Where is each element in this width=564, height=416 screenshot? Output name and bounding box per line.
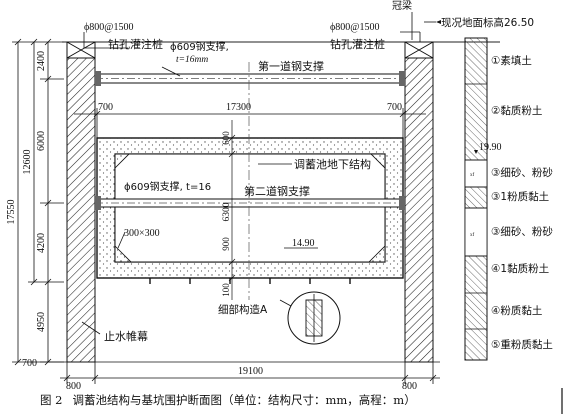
- soil-layer-8: ⑤重粉质黏土: [491, 338, 553, 351]
- soil-layer-3: ③细砂、粉砂: [491, 166, 553, 179]
- soil-layer-6: ④1黏质粉土: [491, 262, 549, 275]
- structure-name: 调蓄池地下结构: [294, 157, 371, 171]
- dim-top-700-right: 700: [387, 102, 402, 113]
- dim-left-17550: 17550: [6, 200, 17, 225]
- dim-left-4950: 4950: [36, 312, 47, 332]
- dim-top-700-left: 700: [98, 102, 113, 113]
- slab-bottom-ticks: [149, 278, 351, 284]
- inner-dimension-lines: [228, 120, 236, 300]
- soil-layer-labels: ①素填土 ②黏质粉土 ③细砂、粉砂 ③1粉质黏土 ③细砂、粉砂 ④1黏质粉土 ④…: [491, 54, 553, 351]
- layer-elevation-marker-icon: [474, 150, 478, 154]
- dim-top-17300: 17300: [226, 102, 251, 113]
- ground-marker-icon: [436, 20, 441, 24]
- svg-text:xf: xf: [470, 173, 475, 178]
- underground-structure: [96, 137, 404, 279]
- soil-layer-1: ①素填土: [491, 54, 532, 67]
- dim-left-6000: 6000: [36, 131, 47, 151]
- detail-a-label: 细部构造A: [218, 303, 268, 316]
- crown-beam-label: 冠梁: [392, 0, 412, 12]
- right-pile-wall: [404, 41, 434, 363]
- dim-bottom-800-left: 800: [66, 381, 81, 392]
- ground-elevation-label: 现况地面标高26.50: [441, 16, 534, 29]
- strut1-spec: ϕ609钢支撑,: [170, 40, 229, 53]
- dim-left-12600: 12600: [22, 150, 33, 175]
- dim-bottom-19100: 19100: [238, 366, 263, 377]
- soil-boundaries: [465, 83, 487, 330]
- svg-text:xf: xf: [470, 233, 475, 238]
- dim-bottom-800-right: 800: [402, 381, 417, 392]
- pile-right-spec: ϕ800@1500: [330, 22, 379, 33]
- dim-inner-900: 900: [221, 237, 231, 251]
- pile-left-name: 钻孔灌注桩: [108, 37, 163, 51]
- left-dimension-lines: [12, 38, 64, 366]
- detail-a: [279, 291, 341, 345]
- layer-elevation: 19.90: [479, 142, 502, 153]
- strut1-thickness: t=16mm: [176, 55, 208, 65]
- first-steel-strut: [94, 71, 406, 86]
- bottom-elevation: 14.90: [292, 238, 315, 249]
- dim-inner-100: 100: [221, 283, 231, 297]
- strut2-spec: ϕ609钢支撑, t=16: [124, 180, 211, 193]
- leader-lines: [81, 12, 436, 335]
- dim-bottom-700: 700: [22, 358, 37, 369]
- top-dimension-line: [74, 108, 426, 140]
- dim-left-4200: 4200: [36, 233, 47, 253]
- dim-inner-600: 600: [221, 131, 231, 145]
- soil-layer-2: ②黏质粉土: [491, 104, 542, 117]
- strut1-name: 第一道钢支撑: [258, 59, 324, 73]
- waterproof-curtain-label: 止水帷幕: [104, 329, 148, 343]
- figure-number: 图 2: [40, 393, 63, 407]
- soil-layer-4: ③1粉质黏土: [491, 190, 549, 203]
- left-pile-wall: [66, 41, 96, 363]
- figure-title: 调蓄池结构与基坑围护断面图（单位：结构尺寸：mm，高程：m）: [72, 393, 416, 407]
- dim-inner-6300: 6300: [222, 202, 232, 221]
- soil-layer-5: ③细砂、粉砂: [491, 225, 553, 238]
- haunch-size: 300×300: [124, 228, 160, 239]
- soil-layer-7: ④粉质黏土: [491, 304, 542, 317]
- pile-right-name: 钻孔灌注桩: [330, 37, 385, 51]
- bottom-dimension-lines: [40, 356, 440, 384]
- figure-caption: 图 2 调蓄池结构与基坑围护断面图（单位：结构尺寸：mm，高程：m）: [40, 392, 540, 408]
- strut2-name: 第二道钢支撑: [244, 184, 310, 198]
- soil-column: xf xf: [464, 37, 488, 361]
- pile-left-spec: ϕ800@1500: [84, 22, 133, 33]
- dim-left-2400: 2400: [36, 51, 47, 71]
- second-steel-strut: [94, 196, 406, 210]
